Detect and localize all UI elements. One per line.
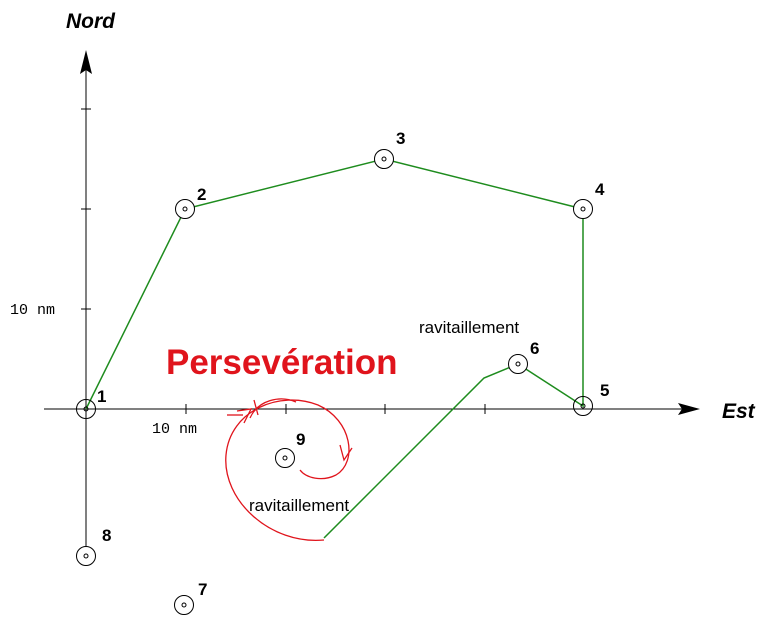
- orbit-tick-icon: [253, 399, 259, 416]
- waypoint-dot-icon: [381, 156, 387, 162]
- north-arrow-icon: [80, 50, 92, 74]
- holding-orbit: [225, 398, 353, 541]
- waypoint-dot-icon: [580, 403, 586, 409]
- east-arrow-icon: [678, 403, 700, 415]
- waypoint-dot-icon: [83, 406, 89, 412]
- waypoint-8: 8: [76, 526, 111, 566]
- waypoint-label: 4: [595, 180, 605, 199]
- waypoint-dot-icon: [182, 206, 188, 212]
- waypoint-dot-icon: [580, 206, 586, 212]
- waypoint-marker-icon: [573, 396, 593, 416]
- x-scale-label: 10 nm: [152, 421, 197, 438]
- waypoint-2: 2: [175, 185, 206, 219]
- waypoint-marker-icon: [374, 149, 394, 169]
- waypoint-label: 6: [530, 339, 539, 358]
- waypoint-1: 1: [76, 387, 106, 419]
- perseveration-title: Persevération: [166, 343, 398, 382]
- orbit-inner: [249, 398, 297, 419]
- waypoint-5: 5: [573, 381, 609, 416]
- waypoint-marker-icon: [76, 546, 96, 566]
- waypoint-marker-icon: [573, 199, 593, 219]
- waypoint-7: 7: [174, 580, 207, 615]
- waypoint-label: 1: [97, 387, 106, 406]
- waypoint-marker-icon: [76, 399, 96, 419]
- flight-route: [85, 158, 584, 539]
- waypoint-label: 9: [296, 430, 305, 449]
- waypoint-marker-icon: [275, 448, 295, 468]
- waypoint-marker-icon: [175, 199, 195, 219]
- north-label: Nord: [66, 10, 116, 33]
- waypoint-label: 2: [197, 185, 206, 204]
- refuel-label-bottom: ravitaillement: [249, 496, 349, 515]
- waypoint-6: 6: [508, 339, 539, 374]
- waypoint-9: 9: [275, 430, 305, 468]
- east-label: Est: [722, 400, 756, 423]
- waypoint-marker-icon: [174, 595, 194, 615]
- waypoint-dot-icon: [83, 553, 89, 559]
- waypoint-label: 8: [102, 526, 111, 545]
- waypoint-label: 3: [396, 129, 405, 148]
- waypoint-3: 3: [374, 129, 405, 169]
- waypoint-label: 7: [198, 580, 207, 599]
- axes: Nord Est 10 nm 10 nm: [10, 10, 756, 560]
- waypoint-marker-icon: [508, 354, 528, 374]
- waypoint-dot-icon: [282, 455, 288, 461]
- waypoint-dot-icon: [181, 602, 187, 608]
- refuel-label-top: ravitaillement: [419, 318, 519, 337]
- waypoint-4: 4: [573, 180, 605, 219]
- orbit-spiral: [225, 399, 350, 541]
- orbit-tick-icon: [236, 408, 253, 424]
- route-segment-1-to-5: [85, 158, 584, 539]
- y-scale-label: 10 nm: [10, 302, 55, 319]
- waypoint-dot-icon: [515, 361, 521, 367]
- orbit-tick-icon: [339, 444, 353, 462]
- waypoint-label: 5: [600, 381, 609, 400]
